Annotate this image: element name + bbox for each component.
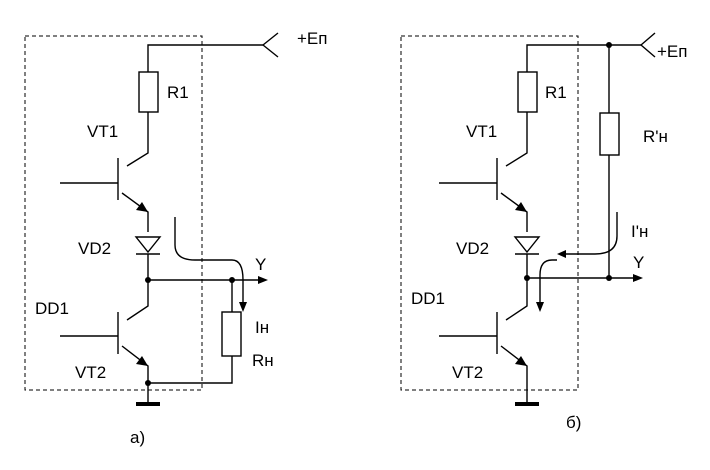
- load-wire-bottom: [148, 356, 233, 384]
- r1-resistor: [517, 71, 538, 113]
- load-current-arrowhead-in: [557, 250, 566, 258]
- vt1-collector: [126, 112, 149, 167]
- vd2-to-vt2-collector: [505, 254, 528, 321]
- output-node: [524, 275, 530, 281]
- load-current-label: I'н: [631, 222, 648, 241]
- rn-resistor: [221, 311, 242, 357]
- output-node: [145, 277, 151, 283]
- dd1-label: DD1: [35, 299, 69, 318]
- vt2-emitter: [121, 345, 149, 403]
- output-label: Y: [633, 253, 644, 272]
- supply-label: +Eп: [657, 42, 687, 61]
- load-current-arrowhead: [239, 302, 247, 312]
- supply-wire: [526, 44, 641, 72]
- panel-b: +Eп R1 VT1 R'н I'н VD2 Y DD1 VT2 б): [400, 32, 687, 432]
- load-resistor-label: Rн: [252, 351, 274, 370]
- dd1-boundary: [400, 35, 579, 391]
- vd2-to-vt2-collector: [126, 254, 149, 321]
- output-label: Y: [255, 255, 266, 274]
- supply-wire: [147, 44, 263, 72]
- supply-terminal: [262, 32, 279, 58]
- load-current-arrow-down: [539, 259, 557, 302]
- output-arrow: [633, 274, 643, 282]
- load-current-arrow: [174, 217, 244, 303]
- vd2-diode: [513, 236, 541, 254]
- vt1-emitter: [121, 192, 149, 232]
- vt2-label: VT2: [75, 363, 106, 382]
- supply-terminal: [640, 32, 656, 58]
- rn-resistor: [599, 112, 620, 156]
- vt1-label: VT1: [466, 122, 497, 141]
- r1-resistor: [138, 71, 159, 113]
- vt2-emitter-arrow: [136, 356, 148, 366]
- load-current-arrow-in: [566, 212, 618, 255]
- r1-label: R1: [545, 83, 567, 102]
- panel-a: +Eп R1 VT1 VD2 Y DD1 Iн Rн VT2 а): [24, 29, 327, 447]
- output-arrow: [258, 276, 268, 284]
- vd2-label: VD2: [78, 239, 111, 258]
- caption-a: а): [130, 428, 145, 447]
- vt1-label: VT1: [87, 122, 118, 141]
- load-current-arrowhead-down: [536, 302, 544, 312]
- vd2-label: VD2: [456, 239, 489, 258]
- vt1-emitter-arrow: [136, 202, 148, 212]
- caption-b: б): [566, 413, 581, 432]
- vt2-emitter: [500, 345, 528, 403]
- load-current-label: Iн: [255, 318, 269, 337]
- load-resistor-label: R'н: [643, 127, 668, 146]
- vt1-collector: [505, 112, 528, 167]
- vt2-label: VT2: [452, 363, 483, 382]
- vd2-diode: [134, 236, 162, 254]
- vt1-emitter: [500, 192, 528, 232]
- r1-label: R1: [167, 83, 189, 102]
- supply-label: +Eп: [297, 29, 327, 48]
- dd1-boundary: [24, 35, 203, 391]
- vt1-emitter-arrow: [515, 202, 527, 212]
- vt2-emitter-arrow: [515, 356, 527, 366]
- dd1-label: DD1: [411, 289, 445, 308]
